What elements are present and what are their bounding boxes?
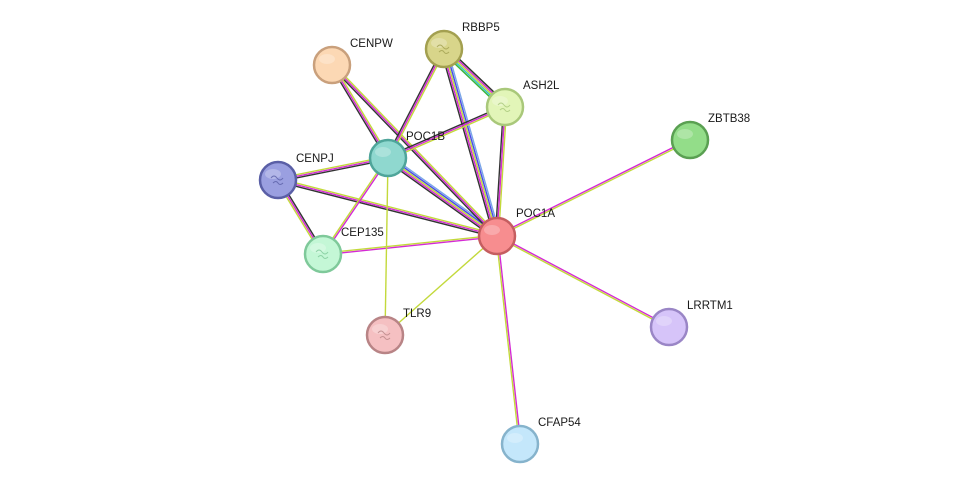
node-highlight: [319, 54, 335, 64]
edge-evidence-blue: [444, 48, 500, 236]
node-highlight: [677, 129, 693, 139]
edge-evidence-yellow: [497, 107, 508, 237]
node-circle[interactable]: [500, 424, 540, 464]
node-cenpj[interactable]: CENPJ: [258, 153, 334, 200]
node-lrrtm1[interactable]: LRRTM1: [649, 300, 733, 347]
edge-evidence-magenta: [331, 64, 498, 237]
edge-evidence-magenta: [387, 48, 445, 159]
node-cenpw[interactable]: CENPW: [312, 38, 393, 85]
node-circle[interactable]: [649, 307, 689, 347]
node-label: CENPJ: [296, 153, 334, 165]
edge-evidence-yellow: [388, 107, 506, 161]
node-circle[interactable]: [485, 87, 525, 127]
node-circle[interactable]: [312, 45, 352, 85]
node-circle[interactable]: [368, 138, 408, 178]
edge-evidence-yellow: [332, 63, 499, 236]
edge-poc1a-zbtb38[interactable]: [496, 138, 691, 238]
edge-poc1a-cep135[interactable]: [322, 234, 498, 256]
node-highlight: [372, 324, 388, 334]
edge-evidence-blue: [388, 156, 499, 236]
node-circle[interactable]: [258, 160, 298, 200]
node-highlight: [507, 433, 523, 443]
node-highlight: [375, 147, 391, 157]
edge-evidence-yellow: [321, 157, 388, 254]
node-highlight: [492, 96, 508, 106]
protein-structure-icon: [377, 330, 391, 340]
edge-evidence-lightblue: [389, 154, 500, 234]
node-cfap54[interactable]: CFAP54: [500, 417, 581, 464]
node-highlight: [265, 169, 281, 179]
node-poc1a[interactable]: POC1A: [477, 208, 555, 256]
node-rbbp5[interactable]: RBBP5: [424, 22, 500, 69]
edge-evidence-magenta: [387, 106, 506, 159]
node-label: POC1A: [516, 208, 555, 220]
edge-poc1b-cep135[interactable]: [321, 157, 390, 255]
node-label: CEP135: [341, 227, 384, 239]
node-zbtb38[interactable]: ZBTB38: [670, 113, 750, 160]
edge-evidence-yellow: [322, 234, 497, 254]
node-label: POC1B: [406, 131, 445, 143]
node-label: LRRTM1: [687, 300, 733, 312]
edge-poc1a-tlr9[interactable]: [384, 235, 498, 336]
edge-evidence-black: [385, 47, 444, 158]
node-circle[interactable]: [424, 29, 464, 69]
edge-evidence-lightblue: [446, 47, 501, 236]
edge-evidence-magenta: [497, 235, 522, 444]
node-circle[interactable]: [670, 120, 710, 160]
edge-evidence-magenta: [496, 138, 690, 236]
edge-poc1a-cenpw[interactable]: [330, 63, 499, 238]
node-cep135[interactable]: CEP135: [303, 227, 384, 274]
edge-evidence-black: [387, 104, 505, 158]
edge-evidence-yellow: [384, 157, 389, 336]
edge-poc1a-lrrtm1[interactable]: [496, 234, 670, 329]
node-poc1b[interactable]: POC1B: [368, 131, 445, 178]
edge-evidence-magenta: [441, 49, 497, 237]
node-label: CENPW: [350, 38, 393, 50]
edge-poc1a-rbbp5[interactable]: [440, 47, 501, 238]
node-label: CFAP54: [538, 417, 581, 429]
edge-poc1b-ash2l[interactable]: [387, 104, 506, 161]
protein-structure-icon: [436, 44, 450, 54]
edge-evidence-yellow: [443, 48, 498, 237]
node-highlight: [484, 225, 500, 235]
edge-evidence-yellow: [278, 177, 498, 236]
node-label: TLR9: [403, 308, 431, 320]
node-circle[interactable]: [365, 315, 405, 355]
node-highlight: [310, 243, 326, 253]
node-label: ZBTB38: [708, 113, 750, 125]
node-tlr9[interactable]: TLR9: [365, 308, 431, 355]
node-label: RBBP5: [462, 22, 500, 34]
edge-evidence-magenta: [497, 234, 670, 327]
edge-evidence-yellow: [497, 140, 691, 238]
node-highlight: [656, 316, 672, 326]
edge-evidence-yellow: [384, 235, 498, 336]
edge-evidence-magenta: [386, 158, 497, 238]
edge-evidence-yellow: [496, 236, 669, 329]
edge-evidence-magenta: [496, 106, 506, 237]
edge-evidence-black: [440, 49, 495, 238]
edge-evidence-black: [385, 160, 496, 240]
node-circle[interactable]: [477, 216, 517, 256]
edge-poc1a-poc1b[interactable]: [385, 154, 500, 240]
edge-evidence-black: [494, 106, 505, 236]
node-ash2l[interactable]: ASH2L: [485, 80, 560, 127]
edge-poc1a-cfap54[interactable]: [495, 235, 522, 445]
node-highlight: [431, 38, 447, 48]
edge-evidence-magenta: [323, 236, 498, 256]
node-label: ASH2L: [523, 80, 560, 92]
edge-poc1b-rbbp5[interactable]: [385, 47, 447, 160]
edge-poc1b-tlr9[interactable]: [384, 157, 389, 336]
protein-structure-icon: [270, 175, 284, 185]
node-circle[interactable]: [303, 234, 343, 274]
edge-poc1a-ash2l[interactable]: [494, 106, 508, 237]
edge-evidence-yellow: [387, 157, 498, 237]
protein-structure-icon: [315, 249, 329, 259]
edge-evidence-magenta: [323, 158, 390, 255]
edge-evidence-black: [330, 65, 497, 238]
protein-structure-icon: [497, 102, 511, 112]
edge-evidence-yellow: [495, 236, 520, 445]
edge-evidence-yellow: [388, 49, 447, 160]
